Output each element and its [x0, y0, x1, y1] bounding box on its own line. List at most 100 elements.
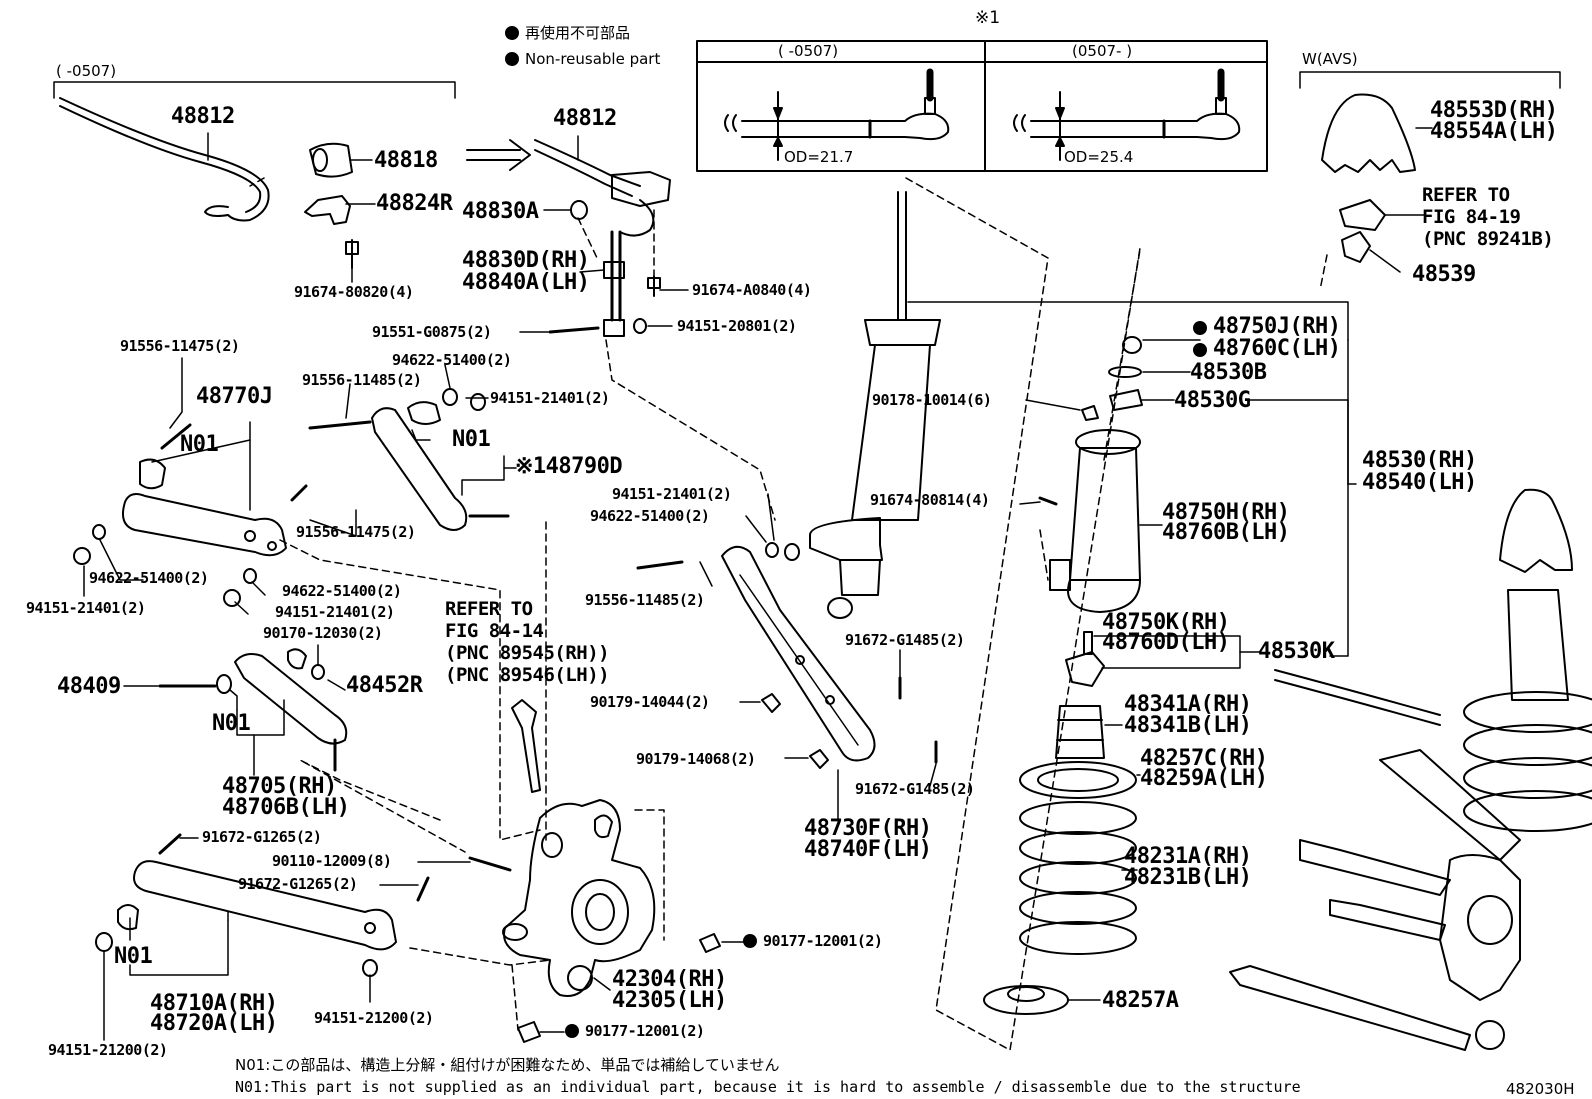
part-label: 91674-A0840(4) — [692, 281, 812, 299]
part-label: 48231A(RH) — [1124, 844, 1252, 869]
bushing-48818 — [309, 142, 353, 178]
footnote-jp: N01:この部品は、構造上分解・組付けが困難なため、単品では補給していません — [235, 1056, 780, 1074]
part-label: 91674-80814(4) — [870, 491, 990, 509]
part-label: 94151-21401(2) — [490, 389, 610, 407]
part-label: 90110-12009(8) — [272, 852, 392, 870]
part-label: 48840A(LH) — [462, 270, 590, 295]
spring-seat-lower — [983, 985, 1069, 1015]
part-label: 48760B(LH) — [1162, 520, 1290, 545]
part-label: 48452R — [346, 673, 423, 698]
refer-note-top: REFER TO FIG 84-19 (PNC 89241B) — [1422, 184, 1554, 250]
part-label: 91674-80820(4) — [294, 283, 414, 301]
part-label: 91672-G1265(2) — [238, 875, 358, 893]
spring-mount-48750H — [1049, 429, 1141, 613]
part-label-nonreusable: 90177-12001(2) — [565, 1024, 705, 1039]
toe-link-48705 — [234, 648, 348, 772]
part-label: 48705(RH) — [222, 774, 337, 799]
part-label: 90170-12030(2) — [263, 624, 383, 642]
part-label: 48812 — [171, 104, 235, 129]
refer-note-mid: REFER TO FIG 84-14 (PNC 89545(RH)) (PNC … — [445, 598, 610, 686]
part-label: 94622-51400(2) — [392, 351, 512, 369]
part-label: 48553D(RH) — [1430, 98, 1558, 123]
lower-arm-48710A — [117, 860, 397, 951]
part-label: 42305(LH) — [612, 988, 727, 1013]
legend-en: Non-reusable part — [505, 52, 660, 67]
inset-box — [696, 40, 1268, 172]
part-label: 94622-51400(2) — [282, 582, 402, 600]
part-label: 94622-51400(2) — [590, 507, 710, 525]
n01-label: N01 — [212, 711, 251, 736]
part-label-nonreusable: 48760C(LH) — [1193, 338, 1341, 360]
upper-support — [1321, 93, 1416, 173]
inset-left-od: OD=21.7 — [784, 148, 854, 166]
part-label: 48720A(LH) — [150, 1011, 278, 1036]
part-label: 48539 — [1412, 262, 1476, 287]
part-label: 91556-11485(2) — [585, 591, 705, 609]
part-label: 48409 — [57, 674, 121, 699]
part-label: 48259A(LH) — [1140, 766, 1268, 791]
part-label: 94151-21401(2) — [275, 603, 395, 621]
part-label: 48818 — [374, 148, 438, 173]
upper-arm-48790D — [371, 401, 468, 531]
inset-right-title: (0507- ) — [1072, 42, 1133, 60]
part-label: 90179-14044(2) — [590, 693, 710, 711]
leader-lines — [83, 127, 1433, 1041]
part-label-nonreusable: 90177-12001(2) — [743, 934, 883, 949]
part-label: ※148790D — [515, 454, 623, 479]
part-label: 48830A — [462, 199, 539, 224]
filled-dot-icon — [743, 934, 757, 948]
part-label: 48812 — [553, 106, 617, 131]
part-label: 48540(LH) — [1362, 470, 1477, 495]
part-label: 48341A(RH) — [1124, 692, 1252, 717]
stabilizer-bar-right — [534, 139, 671, 337]
part-label: 48554A(LH) — [1430, 119, 1558, 144]
figure-id: 482030H — [1506, 1080, 1575, 1098]
n01-label: N01 — [114, 944, 153, 969]
part-label: 94622-51400(2) — [89, 569, 209, 587]
part-label: 48760D(LH) — [1102, 630, 1230, 655]
legend-jp: 再使用不可部品 — [505, 26, 630, 41]
filled-dot-icon — [565, 1024, 579, 1038]
part-label: 48730F(RH) — [804, 816, 932, 841]
spring-seat-upper — [1019, 761, 1137, 799]
part-label: 48706B(LH) — [222, 795, 350, 820]
range-top-left: ( -0507) — [56, 62, 117, 80]
part-label: 48257A — [1102, 988, 1179, 1013]
part-label: 48231B(LH) — [1124, 865, 1252, 890]
tie-rod-end-new — [1013, 68, 1241, 161]
part-label: 91672-G1265(2) — [202, 828, 322, 846]
part-label: 48530K — [1258, 639, 1335, 664]
part-label: 94151-21200(2) — [314, 1009, 434, 1027]
part-label: 48710A(RH) — [150, 991, 278, 1016]
part-label: 48530B — [1190, 360, 1267, 385]
part-label: 94151-20801(2) — [677, 317, 797, 335]
coil-spring — [1019, 801, 1137, 955]
assembled-view — [1229, 488, 1592, 1051]
shock-absorber — [809, 191, 941, 619]
lower-arm-48730F — [721, 545, 876, 762]
part-label: 94151-21401(2) — [26, 599, 146, 617]
part-label: 48530G — [1174, 388, 1251, 413]
part-label: 91551-G0875(2) — [372, 323, 492, 341]
part-label: 91672-G1485(2) — [845, 631, 965, 649]
part-label: 91556-11485(2) — [302, 371, 422, 389]
part-label: 91556-11475(2) — [296, 523, 416, 541]
knuckle-42304 — [502, 799, 656, 997]
bump-stop — [1055, 705, 1105, 759]
inset-right-od: OD=25.4 — [1064, 148, 1134, 166]
part-label: 90178-10014(6) — [872, 391, 992, 409]
part-label: 48740F(LH) — [804, 837, 932, 862]
part-label: 90179-14068(2) — [636, 750, 756, 768]
part-label: 48530(RH) — [1362, 448, 1477, 473]
part-label: 91672-G1485(2) — [855, 780, 975, 798]
part-label: 42304(RH) — [612, 967, 727, 992]
upper-arm-48770J — [122, 458, 287, 557]
part-label: 48341B(LH) — [1124, 713, 1252, 738]
filled-dot-icon — [505, 52, 519, 66]
part-label: 91556-11475(2) — [120, 337, 240, 355]
part-label: 48257C(RH) — [1140, 746, 1268, 771]
part-label: 48750H(RH) — [1162, 500, 1290, 525]
footnote-en: N01:This part is not supplied as an indi… — [235, 1078, 1301, 1096]
